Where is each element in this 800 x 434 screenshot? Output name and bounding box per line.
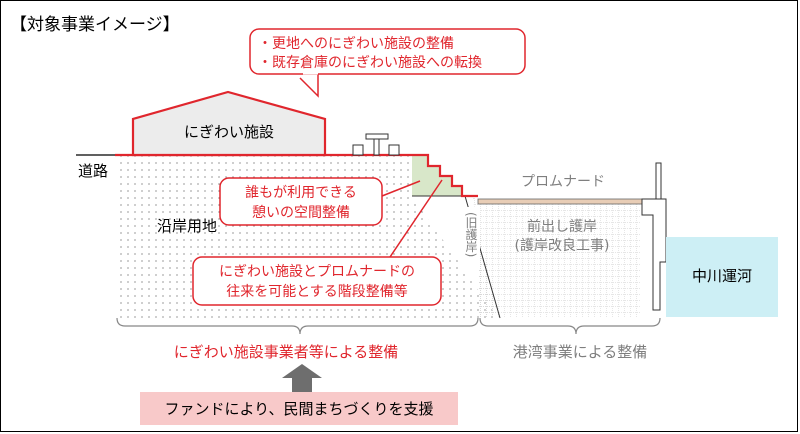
table-top [365,133,389,140]
stairs-callout-line-2: 往来を可能とする階段整備等 [226,283,408,300]
promenade-deck [477,198,643,205]
top-callout [249,28,526,75]
page-title: 【対象事業イメージ】 [10,15,180,35]
road-label: 道路 [78,162,108,180]
facility-building [131,90,327,157]
top-callout-line-2: ・既存倉庫のにぎわい施設への転換 [258,54,482,71]
canal-water [666,237,778,317]
table-leg [373,138,380,156]
stairs-outline [412,153,478,198]
stairs-callout [192,256,442,306]
building-label: にぎわい施設 [184,123,274,141]
bench-left [352,144,364,156]
promenade-label: プロムナード [521,174,605,190]
top-callout-pointer [299,68,319,98]
brace-left [116,317,479,335]
new-revetment-label-2: (護岸改良工事) [515,238,610,254]
brace-right-label: 港湾事業による整備 [513,343,648,361]
canal-label: 中川運河 [692,267,752,285]
rest-callout-line-2: 憩いの空間整備 [252,204,350,221]
old-revetment-label-bg [462,207,480,267]
land-label: 沿岸用地 [157,217,217,235]
quay-wall [641,198,667,311]
quay-wall-upper [655,162,662,200]
up-arrow-icon [282,364,322,392]
new-revetment-area [478,204,640,318]
brace-right [479,317,661,335]
bench-right [388,144,400,156]
brace-left-label: にぎわい施設事業者等による整備 [174,343,399,361]
new-revetment-label-1: 前出し護岸 [527,218,597,235]
old-revetment-label: (旧護岸) [464,212,478,257]
top-callout-line-1: ・更地へのにぎわい施設の整備 [258,36,454,52]
fund-box [140,392,458,425]
rest-callout-line-1: 誰もが利用できる [245,185,357,201]
stairs-callout-line-1: にぎわい施設とプロムナードの [219,264,415,280]
fund-label: ファンドにより、民間まちづくりを支援 [164,400,433,418]
rest-callout [219,177,383,226]
